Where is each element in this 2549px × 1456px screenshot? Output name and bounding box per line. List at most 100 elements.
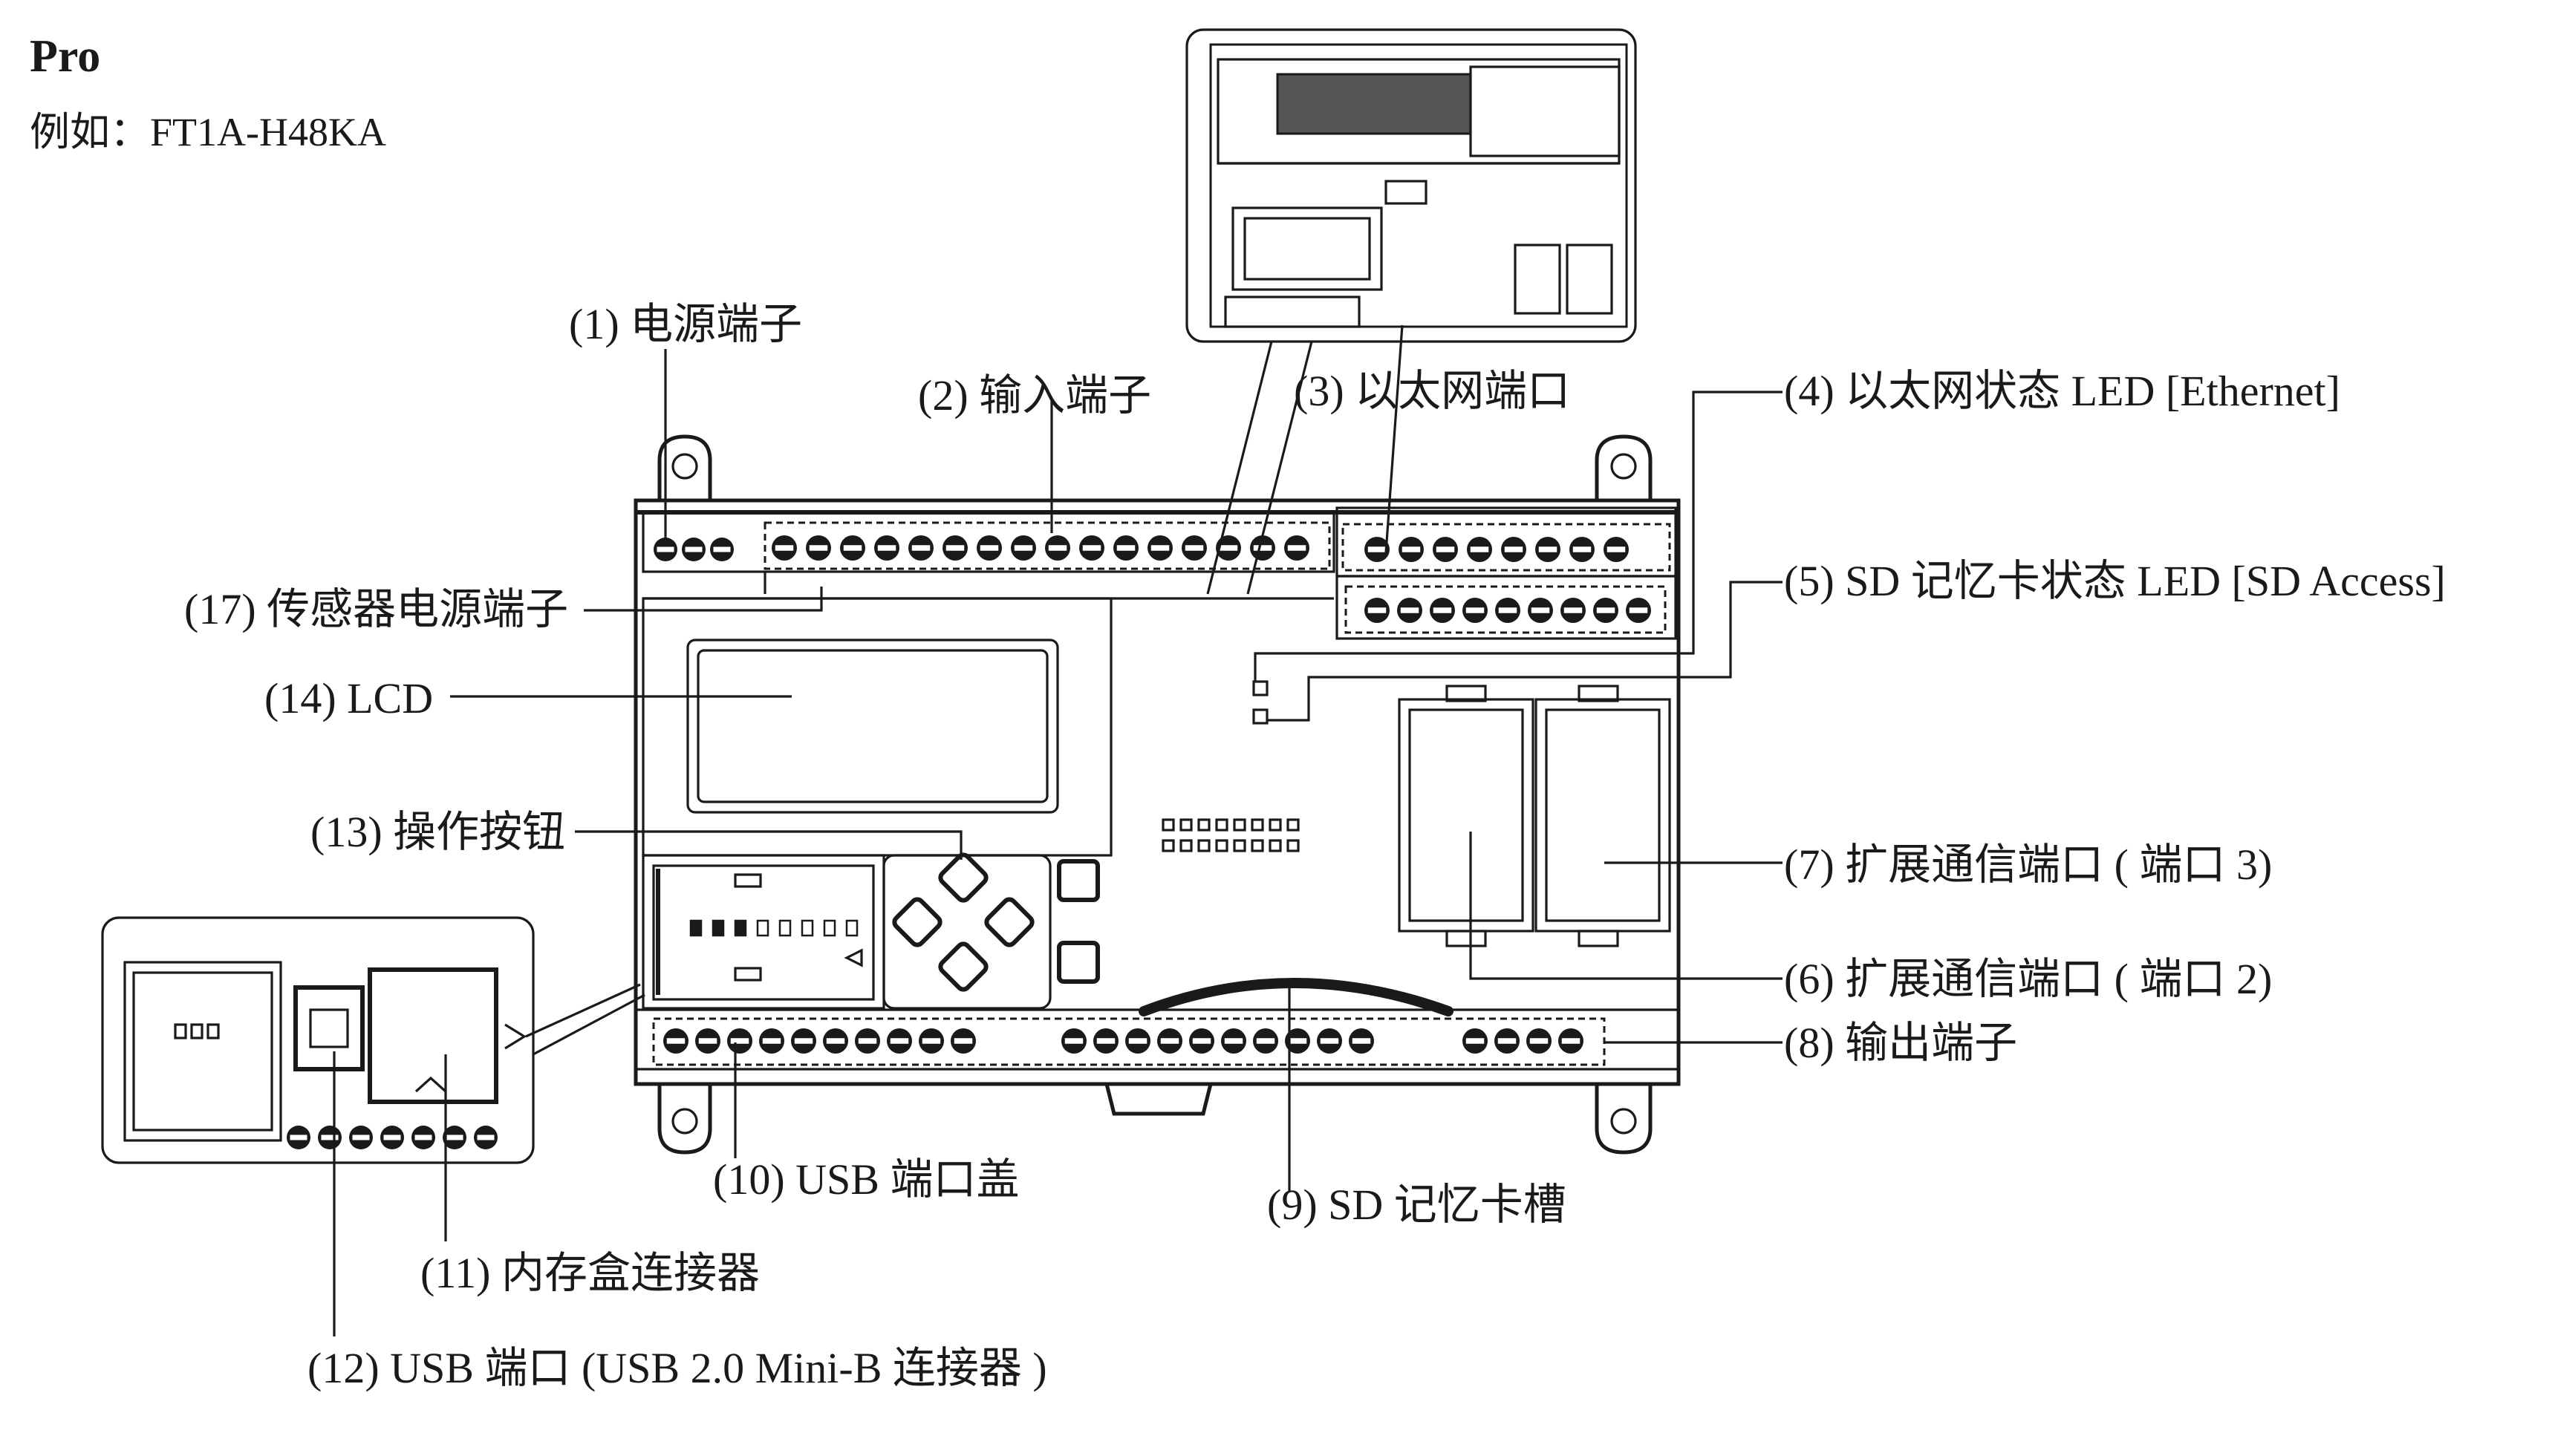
screw-slot [1596, 607, 1615, 613]
screw-slot [1629, 607, 1648, 613]
output-terminal-screws-2 [1061, 1028, 1374, 1054]
screw-slot [1150, 545, 1170, 551]
mounting-ear-top-right [1595, 434, 1653, 507]
screw-slot [1433, 607, 1452, 613]
screw-slot [1048, 545, 1067, 551]
vent-slot [845, 919, 859, 937]
esc-button[interactable] [1057, 941, 1100, 984]
right-button[interactable] [984, 897, 1035, 947]
io-status-led-grid [1162, 818, 1300, 852]
screw-slot [1128, 1038, 1147, 1044]
screw-slot [1256, 1038, 1275, 1044]
screw-slot [1465, 1038, 1485, 1044]
down-button[interactable] [938, 941, 989, 992]
screw-slot [1320, 1038, 1339, 1044]
screw-slot [352, 1135, 370, 1140]
lcd-screen [697, 649, 1049, 803]
page-title: Pro [30, 31, 100, 82]
label-memory-connector: (11) 内存盒连接器 [420, 1249, 760, 1297]
vent-slot [689, 919, 703, 937]
label-sensor-power: (17) 传感器电源端子 [184, 585, 568, 633]
ok-button[interactable] [1057, 859, 1100, 902]
screw-slot [762, 1038, 781, 1044]
mounting-ear-bottom-right [1595, 1082, 1653, 1155]
status-led [1197, 818, 1211, 832]
expansion-port-2 [1398, 685, 1534, 947]
screw-slot [826, 1038, 845, 1044]
vent-slot [778, 919, 792, 937]
status-led [1286, 839, 1300, 852]
status-led [1197, 839, 1211, 852]
status-led [1215, 839, 1228, 852]
screw-slot [1563, 607, 1583, 613]
screw-slot [1253, 545, 1272, 551]
status-led [1251, 818, 1264, 832]
screw-slot [1064, 1038, 1084, 1044]
screw-slot [858, 1038, 877, 1044]
output-terminal-screws-3 [1462, 1028, 1583, 1054]
label-power-terminal: (1) 电源端子 [569, 300, 802, 348]
screw-slot [1402, 546, 1421, 552]
output-terminal-screws-1 [663, 1028, 976, 1054]
top-terminal-block [642, 511, 1335, 573]
status-led [1233, 839, 1246, 852]
screw-slot [383, 1135, 401, 1140]
screw-slot [657, 546, 674, 552]
up-button[interactable] [938, 852, 989, 903]
label-expansion-port2: (6) 扩展通信端口 ( 端口 2) [1784, 955, 2272, 1003]
label-operation-buttons: (13) 操作按钮 [310, 808, 565, 856]
model-example: 例如：FT1A-H48KA [30, 110, 386, 154]
usb-mini-b-port [293, 985, 365, 1071]
screw-slot [1367, 546, 1387, 552]
screw-slot [1606, 546, 1626, 552]
label-lcd: (14) LCD [264, 674, 433, 722]
sd-card-slot [1139, 978, 1453, 1016]
label-input-terminal: (2) 输入端子 [918, 371, 1151, 420]
screw-slot [414, 1135, 432, 1140]
label-sd-slot: (9) SD 记忆卡槽 [1267, 1181, 1566, 1229]
screw-slot [713, 546, 731, 552]
left-button[interactable] [892, 897, 943, 947]
inset-terminal-screws [287, 1126, 498, 1149]
screw-slot [446, 1135, 463, 1140]
screw-slot [1082, 545, 1101, 551]
screw-slot [911, 545, 931, 551]
label-ethernet-port: (3) 以太网端口 [1294, 367, 1570, 415]
status-led [1251, 839, 1264, 852]
screw-slot [1160, 1038, 1179, 1044]
cover-arrow-icon [844, 948, 863, 967]
status-led [1269, 818, 1282, 832]
label-sd-led: (5) SD 记忆卡状态 LED [SD Access] [1784, 557, 2446, 605]
screw-slot [1400, 607, 1419, 613]
operation-buttons [892, 852, 1100, 992]
screw-slot [809, 545, 828, 551]
screw-slot [730, 1038, 749, 1044]
screw-slot [290, 1135, 307, 1140]
vent-slot [756, 919, 769, 937]
expansion-port-3 [1534, 685, 1671, 947]
lower-right-terminal-screws [1364, 598, 1651, 623]
screw-slot [666, 1038, 686, 1044]
vent-slot [712, 919, 725, 937]
ethernet-led [1252, 680, 1269, 696]
mounting-ear-bottom-left [657, 1082, 712, 1155]
screw-slot [1116, 545, 1136, 551]
label-usb-cover: (10) USB 端口盖 [713, 1155, 1019, 1204]
callout-labels: (1) 电源端子 (2) 输入端子 (3) 以太网端口 (4) 以太网状态 LE… [184, 300, 2446, 1392]
status-led [1179, 839, 1193, 852]
status-led [1162, 839, 1175, 852]
screw-slot [1192, 1038, 1211, 1044]
screw-slot [922, 1038, 941, 1044]
screw-slot [1436, 546, 1455, 552]
label-ethernet-led: (4) 以太网状态 LED [Ethernet] [1784, 367, 2340, 415]
status-led [1162, 818, 1175, 832]
screw-slot [1529, 1038, 1549, 1044]
lcd-bezel [686, 639, 1059, 814]
input-terminal-screws [772, 535, 1309, 561]
screw-slot [321, 1135, 339, 1140]
screw-slot [1219, 545, 1238, 551]
ethernet-jack [1384, 180, 1427, 205]
status-led [1233, 818, 1246, 832]
